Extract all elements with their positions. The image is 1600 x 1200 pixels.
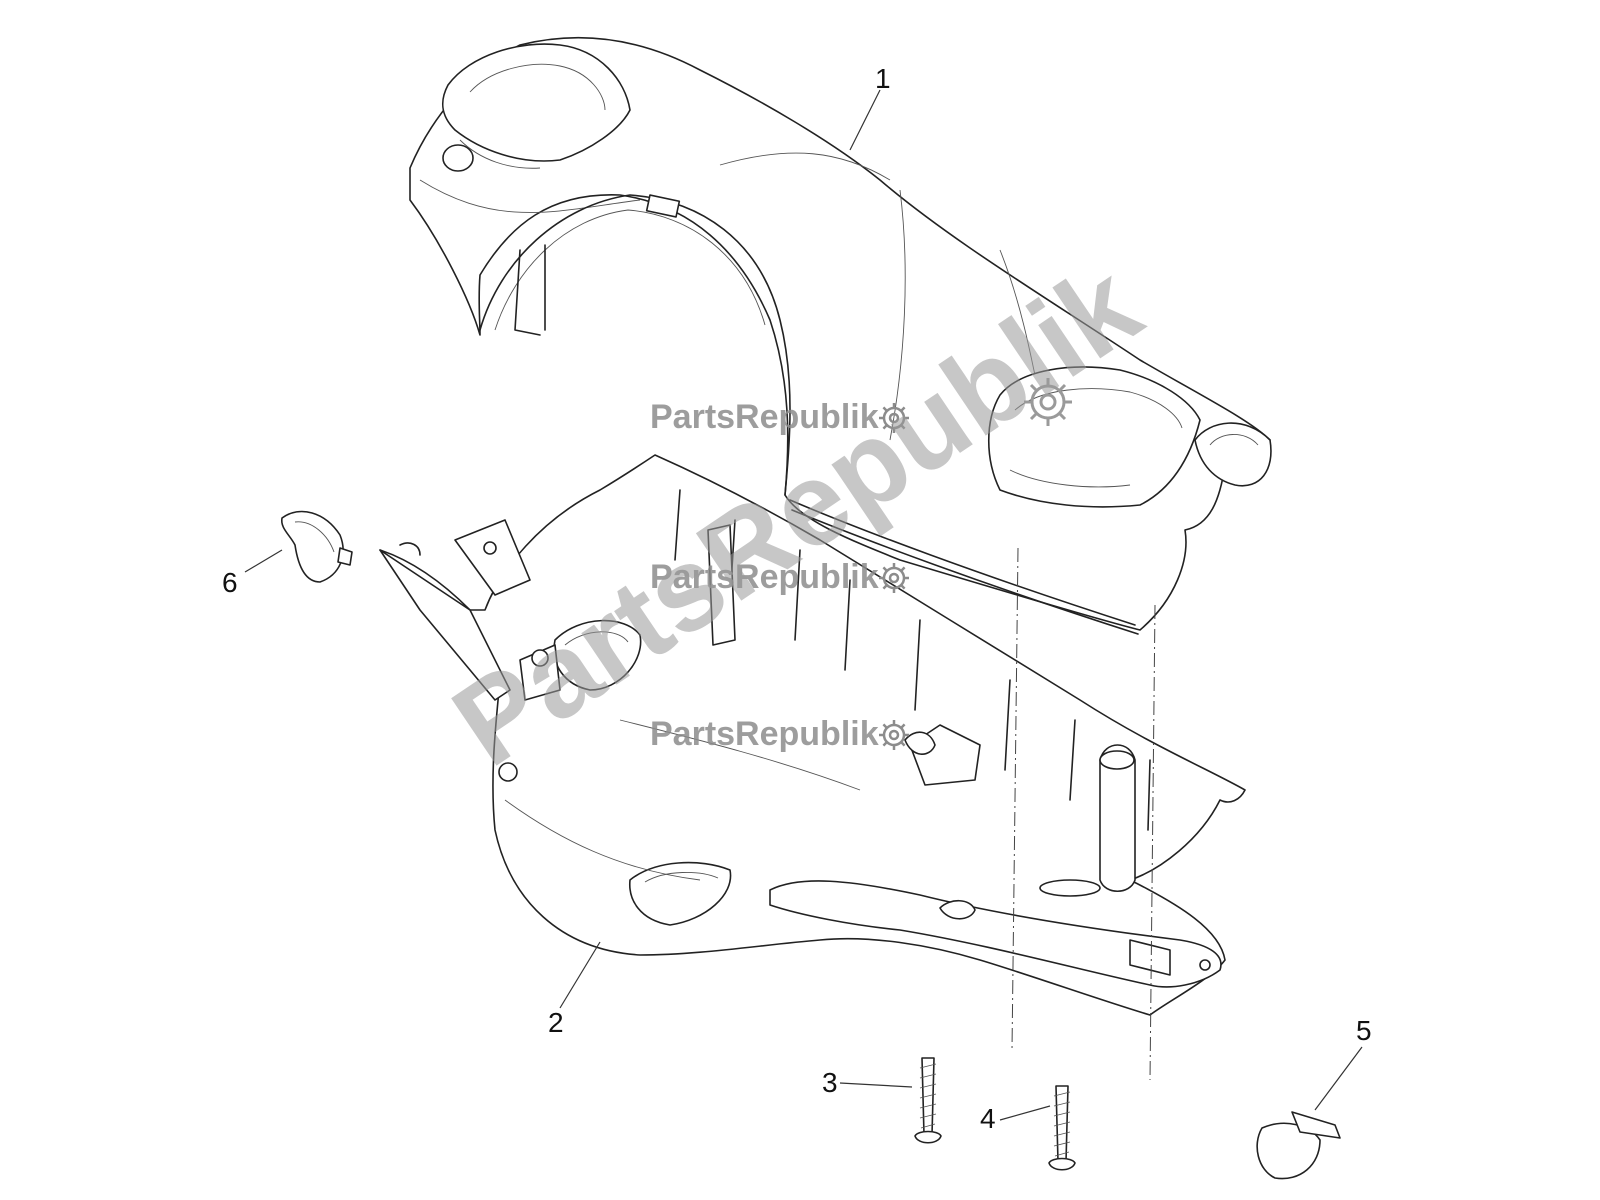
part-3-screw[interactable] (914, 1057, 942, 1144)
watermark-2: PartsRepublik (650, 558, 909, 596)
part-1-upper-cover[interactable] (409, 36, 1272, 635)
part-5-cap[interactable] (1256, 1111, 1341, 1180)
callout-1: 1 (875, 63, 891, 94)
callout-6: 6 (222, 567, 238, 598)
watermark-text: PartsRepublik (650, 558, 879, 596)
callout-5: 5 (1356, 1015, 1372, 1046)
callout-labels: 1 2 3 4 5 6 (222, 63, 1372, 1134)
part-2-lower-cover[interactable] (379, 454, 1246, 1016)
assembly-axes (1011, 547, 1156, 1081)
callout-3: 3 (822, 1067, 838, 1098)
gear-icon (879, 403, 909, 433)
callout-4: 4 (980, 1103, 996, 1134)
watermark-1: PartsRepublik (650, 398, 909, 436)
watermark-3: PartsRepublik (650, 715, 909, 753)
watermark-text: PartsRepublik (650, 398, 879, 436)
part-6-cap[interactable] (280, 510, 353, 583)
leader-lines (244, 89, 1363, 1121)
gear-icon (879, 720, 909, 750)
callout-2: 2 (548, 1007, 564, 1038)
watermark-text: PartsRepublik (650, 715, 879, 753)
gear-icon (879, 563, 909, 593)
gear-icon (1024, 378, 1072, 426)
part-4-screw[interactable] (1048, 1085, 1076, 1171)
